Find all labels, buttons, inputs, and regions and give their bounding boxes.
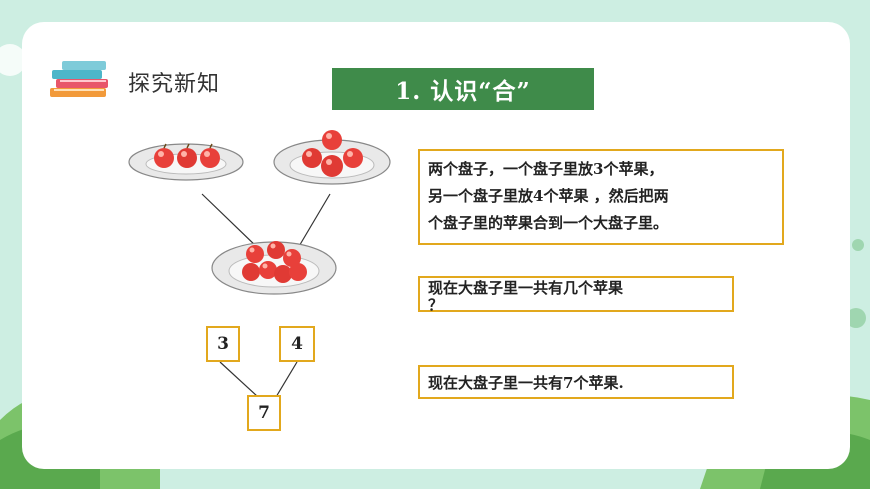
part-number-box: 4 — [279, 326, 315, 362]
story-text-box: 两个盘子，一个盘子里放3个苹果， 另一个盘子里放4个苹果 ，然后把两 个盘子里的… — [418, 149, 784, 245]
section-title: 探究新知 — [128, 72, 221, 97]
connector-right — [297, 193, 331, 249]
connector-left — [201, 193, 259, 249]
question-text-box: 现在大盘子里一共有几个苹果 ？ — [418, 276, 734, 314]
part-whole-connector — [219, 361, 298, 398]
whole-number-box: 7 — [247, 395, 281, 431]
answer-text-box: 现在大盘子里一共有7个苹果. — [418, 365, 734, 399]
story-line: 另一个盘子里放4个苹果 ，然后把两 — [428, 187, 669, 205]
plate-big-seven-apples — [211, 241, 337, 295]
answer-line: 现在大盘子里一共有7个苹果. — [428, 373, 624, 392]
plate-right-four-apples — [273, 130, 391, 185]
story-line: 两个盘子，一个盘子里放3个苹果， — [428, 160, 664, 178]
books-stack-icon — [50, 61, 108, 97]
part-number-box: 3 — [206, 326, 240, 362]
lesson-heading: 1. 认识“合” — [332, 68, 594, 110]
question-mark: ？ — [428, 296, 444, 314]
plate-left-three-apples — [128, 143, 244, 181]
story-line: 个盘子里的苹果合到一个大盘子里。 — [428, 214, 669, 232]
apple-plates-illustration — [128, 130, 391, 295]
question-line: 现在大盘子里一共有几个苹果 — [428, 279, 624, 297]
